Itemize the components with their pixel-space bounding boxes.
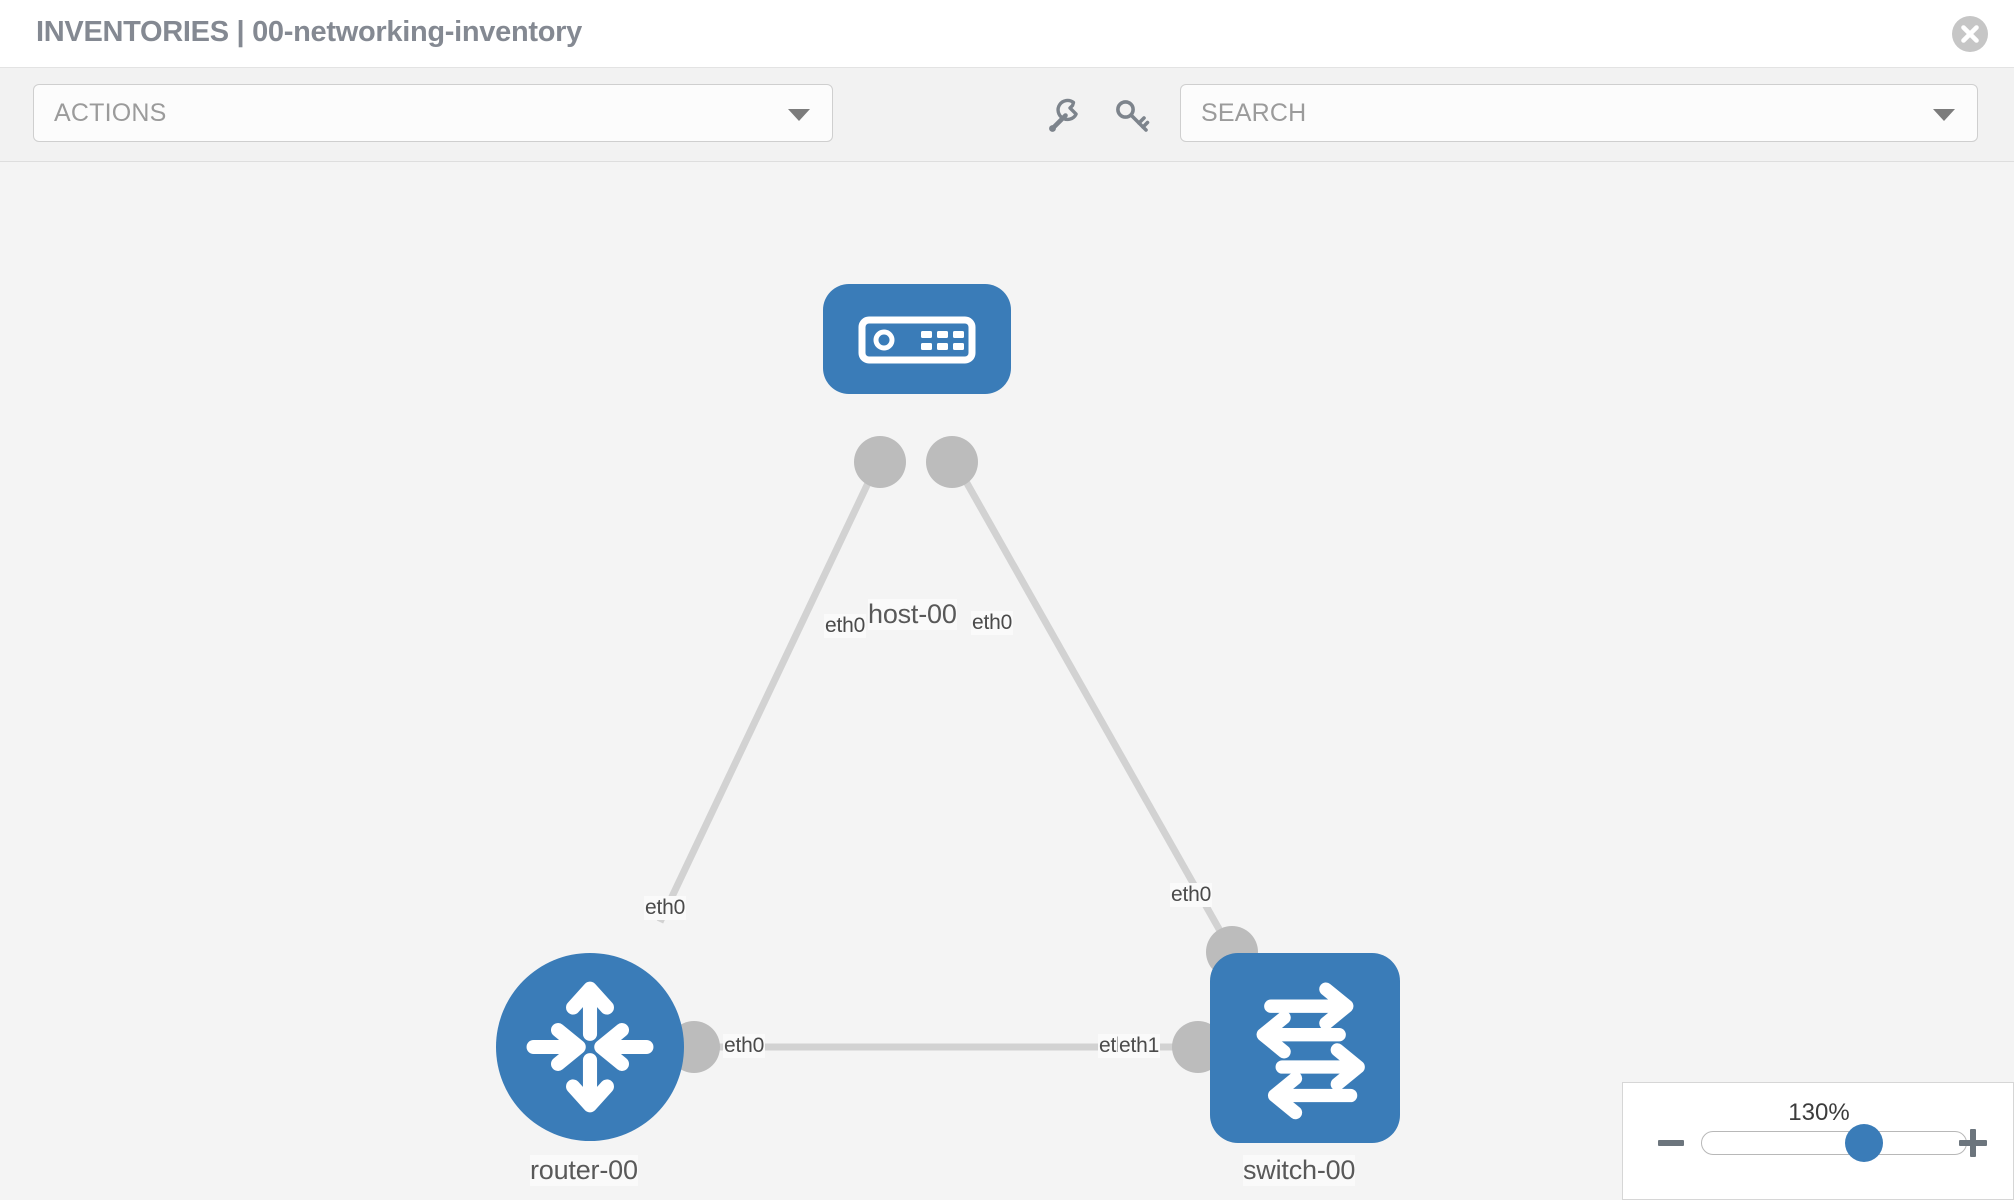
search-placeholder: SEARCH [1201, 99, 1307, 127]
link-router-host [656, 460, 882, 924]
page-title: INVENTORIES | 00-networking-inventory [36, 16, 582, 48]
topology-canvas[interactable]: host-00 router [0, 162, 2014, 1200]
close-icon[interactable] [1952, 16, 1988, 52]
zoom-control-panel: 130% [1622, 1082, 2014, 1200]
node-label-host-00: host-00 [868, 599, 957, 630]
iface-label-router-side: eth0 [723, 1034, 766, 1058]
zoom-slider-thumb[interactable] [1844, 1124, 1883, 1162]
zoom-slider-track[interactable] [1701, 1124, 1967, 1162]
server-icon [858, 316, 976, 364]
iface-label-switch-side-eth1: eth1 [1118, 1034, 1161, 1058]
router-arrows-icon [526, 981, 654, 1113]
iface-label-host-right: eth0 [971, 611, 1014, 635]
host-node-shape [823, 284, 1011, 394]
node-host-00[interactable] [823, 284, 1011, 394]
switch-arrows-icon [1256, 982, 1365, 1120]
node-label-router-00: router-00 [530, 1155, 638, 1186]
zoom-in-button[interactable] [1959, 1129, 1987, 1157]
actions-dropdown[interactable]: ACTIONS [33, 84, 833, 142]
toolbar: ACTIONS SEARCH [0, 68, 2014, 162]
search-input[interactable]: SEARCH [1180, 84, 1978, 142]
iface-label-host-left: eth0 [824, 614, 867, 638]
zoom-level-value: 130% [1788, 1099, 1850, 1126]
chevron-down-icon [1933, 109, 1955, 121]
iface-label-router-up: eth0 [644, 896, 687, 920]
node-label-switch-00: switch-00 [1243, 1155, 1356, 1186]
link-host-switch [951, 460, 1236, 954]
chevron-down-icon [788, 109, 810, 121]
wrench-icon[interactable] [1043, 96, 1083, 136]
router-node-shape [496, 953, 684, 1141]
zoom-out-button[interactable] [1658, 1140, 1684, 1146]
connector-host-right [926, 436, 978, 488]
iface-label-switch-up: eth0 [1170, 883, 1213, 907]
key-icon[interactable] [1112, 96, 1152, 136]
connector-host-left [854, 436, 906, 488]
node-router-00[interactable] [496, 953, 684, 1141]
switch-node-shape [1210, 953, 1400, 1143]
node-switch-00[interactable] [1210, 953, 1400, 1143]
actions-dropdown-label: ACTIONS [54, 99, 167, 127]
page-header: INVENTORIES | 00-networking-inventory [0, 0, 2014, 68]
